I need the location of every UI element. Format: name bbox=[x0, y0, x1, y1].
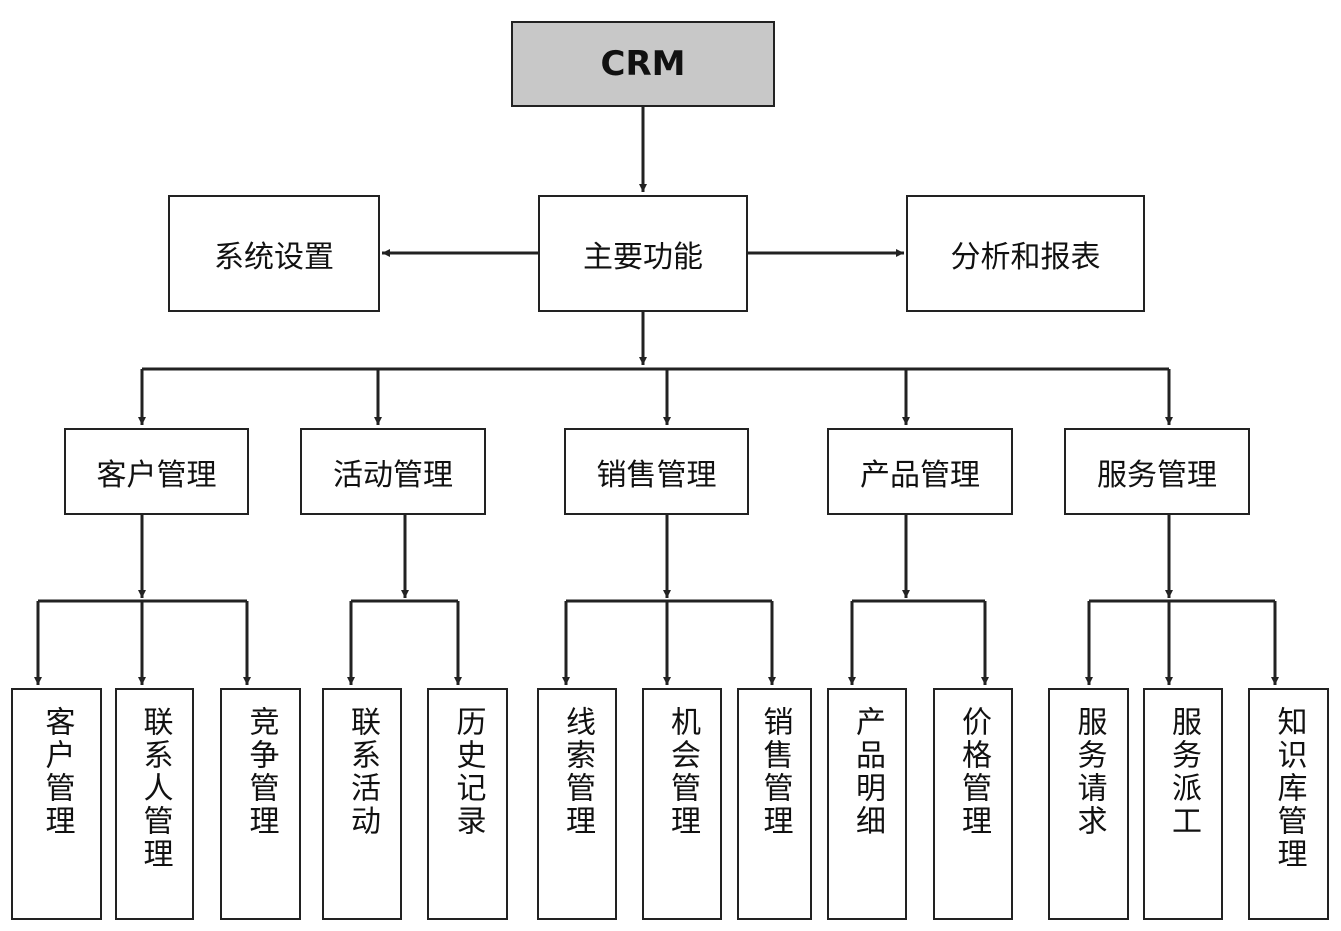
leaf-service-dispatch: 服务派工 bbox=[1143, 688, 1223, 920]
node-module-product: 产品管理 bbox=[827, 428, 1013, 515]
leaf-lead-management: 线索管理 bbox=[537, 688, 617, 920]
node-settings: 系统设置 bbox=[168, 195, 380, 312]
leaf-contact-activity: 联系活动 bbox=[322, 688, 402, 920]
node-module-customer: 客户管理 bbox=[64, 428, 249, 515]
leaf-price-management: 价格管理 bbox=[933, 688, 1013, 920]
node-module-service: 服务管理 bbox=[1064, 428, 1250, 515]
leaf-knowledge-base-management: 知识库管理 bbox=[1248, 688, 1329, 920]
leaf-customer-management: 客户管理 bbox=[11, 688, 102, 920]
node-module-activity: 活动管理 bbox=[300, 428, 486, 515]
node-crm: CRM bbox=[511, 21, 775, 107]
leaf-history-record: 历史记录 bbox=[427, 688, 508, 920]
leaf-service-request: 服务请求 bbox=[1048, 688, 1129, 920]
node-main-functions: 主要功能 bbox=[538, 195, 748, 312]
leaf-opportunity-management: 机会管理 bbox=[642, 688, 722, 920]
leaf-product-detail: 产品明细 bbox=[827, 688, 907, 920]
leaf-competition-management: 竞争管理 bbox=[220, 688, 301, 920]
leaf-sales-management: 销售管理 bbox=[737, 688, 812, 920]
leaf-contact-management: 联系人管理 bbox=[115, 688, 194, 920]
node-analytics-reports: 分析和报表 bbox=[906, 195, 1145, 312]
node-module-sales: 销售管理 bbox=[564, 428, 749, 515]
